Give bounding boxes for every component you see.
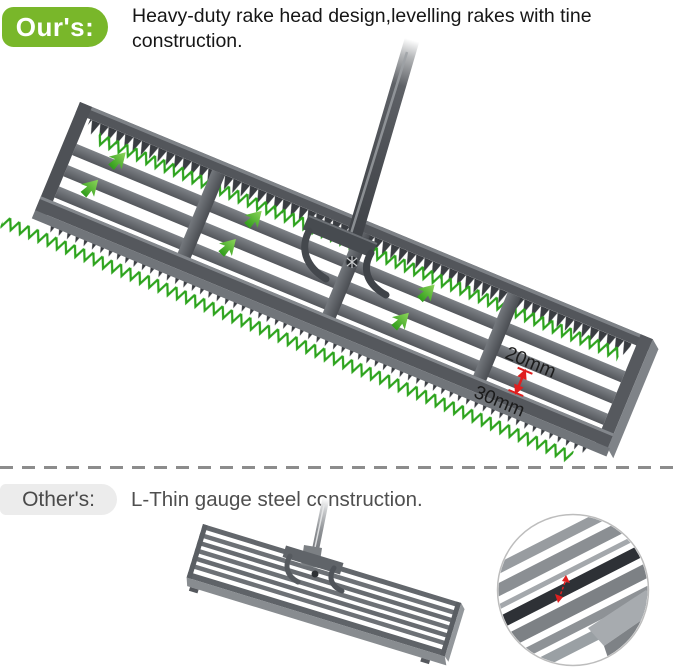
left-end-cap [34, 102, 93, 216]
others-badge: Other's: [0, 484, 117, 515]
ours-description: Heavy-duty rake head design,levelling ra… [132, 4, 677, 54]
thin-bracket-bolt [311, 570, 319, 578]
ours-badge-label: Our's: [15, 11, 95, 42]
thin-slat [194, 547, 454, 632]
thin-handle-bracket [282, 545, 345, 594]
thin-front-face [186, 577, 447, 666]
thin-foot [188, 586, 199, 594]
front-rail-face [31, 210, 610, 457]
thin-rake-head [186, 524, 465, 666]
our-rake-illustration: 20mm 30mm [0, 37, 659, 466]
thin-slat [196, 540, 457, 624]
rake-head: 20mm 30mm [0, 101, 659, 466]
detail-dimension-arrow-icon [555, 575, 570, 603]
thin-left-cap [186, 524, 208, 580]
handle-bracket [301, 214, 390, 299]
thin-slat [192, 555, 452, 639]
detail-corner-side [604, 606, 648, 658]
tine-zigzag-front [0, 213, 575, 466]
ours-description-line-2: construction. [132, 30, 243, 52]
thin-foot [420, 657, 431, 665]
ours-description-line-1: Heavy-duty rake head design,levelling ra… [132, 5, 592, 27]
front-rail-highlight [39, 196, 614, 437]
section-divider [0, 466, 679, 469]
thin-right-face [444, 602, 465, 662]
crossbar-2 [321, 229, 371, 321]
others-badge-label: Other's: [22, 487, 95, 511]
right-end-cap [595, 334, 653, 449]
others-description: L-Thin gauge steel construction. [131, 488, 423, 511]
detail-corner-top [588, 590, 648, 646]
rake-handle [344, 37, 420, 247]
crossbar-3 [472, 292, 521, 383]
front-rail [35, 196, 614, 448]
right-end-face [607, 339, 659, 459]
thin-front-rail [186, 571, 447, 657]
zoom-detail-circle [496, 513, 650, 667]
ours-badge: Our's: [2, 7, 108, 47]
thin-slat [189, 563, 450, 647]
other-rake-illustration [186, 497, 650, 667]
crossbar-1 [176, 169, 226, 261]
dimension-arrow-icon [508, 366, 533, 397]
thin-right-cap [440, 601, 462, 657]
